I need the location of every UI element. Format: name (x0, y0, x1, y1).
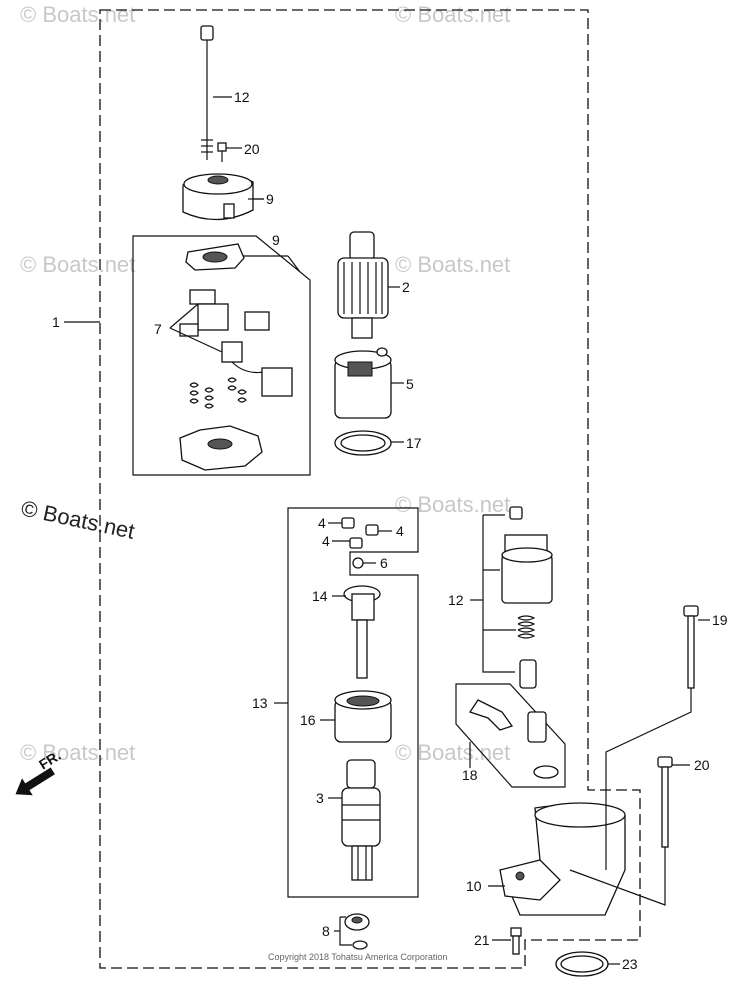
group-bracket (339, 916, 352, 946)
callout-21: 21 (474, 932, 490, 948)
brush-holder-base-part (179, 425, 263, 471)
watermark-text: © Boats.net (395, 740, 510, 765)
housing-part (499, 802, 626, 916)
drive-boundary (287, 507, 419, 898)
watermark-text: © Boats.net (395, 2, 510, 27)
assembly-boundary (99, 9, 641, 969)
callout-labels: 12 20 9 9 9 9 9 9 2 7 1 5 17 4 4 4 6 14 … (52, 89, 728, 972)
brush-plate-part (185, 243, 245, 271)
brush-set-part (179, 289, 293, 397)
callout-14: 12 (234, 89, 250, 105)
ring-part (334, 430, 392, 456)
watermark-text: © Boats.net (395, 492, 510, 517)
callout-3: 3 (316, 790, 324, 806)
callout-17: 17 (406, 435, 422, 451)
callout-11: 9 (266, 191, 274, 207)
callout-4a: 4 (318, 515, 326, 531)
copyright-text: Copyright 2018 Tohatsu America Corporati… (268, 952, 447, 962)
callout-16: 16 (300, 712, 316, 728)
screw-part (217, 142, 227, 162)
pinion-part (341, 759, 381, 881)
callout-20: 20 (694, 757, 710, 773)
callout-1: 1 (52, 314, 60, 330)
route-line (605, 688, 692, 870)
watermark-text: © Boats.net (395, 252, 510, 277)
leader-lines (64, 96, 710, 965)
group-bracket (482, 514, 516, 673)
callout-19: 19 (712, 612, 728, 628)
yoke-part (334, 347, 392, 419)
callout-2: 2 (402, 279, 410, 295)
springs-part (189, 377, 247, 409)
end-cover-part (182, 173, 254, 221)
armature-part (337, 231, 389, 339)
callout-15: 14 (312, 588, 328, 604)
watermark-text: © Boats.net (20, 252, 135, 277)
clutch-part (334, 690, 392, 743)
o-ring-part (555, 951, 609, 977)
brush-holder-boundary (132, 235, 311, 476)
callout-4c: 4 (322, 533, 330, 549)
callout-8: 8 (322, 923, 330, 939)
through-bolt-part (200, 25, 214, 160)
callout-13: 13 (252, 695, 268, 711)
watermark-text: © Boats.net (20, 2, 135, 27)
callout-10: 10 (466, 878, 482, 894)
callout-5: 5 (406, 376, 414, 392)
callout-6: 6 (380, 555, 388, 571)
nut-parts (341, 517, 379, 549)
lever-set-part (455, 683, 566, 788)
callout-22: 20 (244, 141, 260, 157)
callout-23: 23 (622, 956, 638, 972)
bolt-21-part (510, 927, 522, 955)
washer-part (344, 913, 370, 950)
callout-7: 7 (154, 321, 162, 337)
watermark-text: © Boats.net (20, 740, 135, 765)
callout-9-label-visible: 9 (272, 232, 280, 248)
callout-4b: 4 (396, 523, 404, 539)
route-line (569, 847, 666, 906)
callout-18: 18 (462, 767, 478, 783)
solenoid-part (501, 506, 553, 689)
callout-12-label-visible: 12 (448, 592, 464, 608)
shaft-part (343, 585, 381, 679)
